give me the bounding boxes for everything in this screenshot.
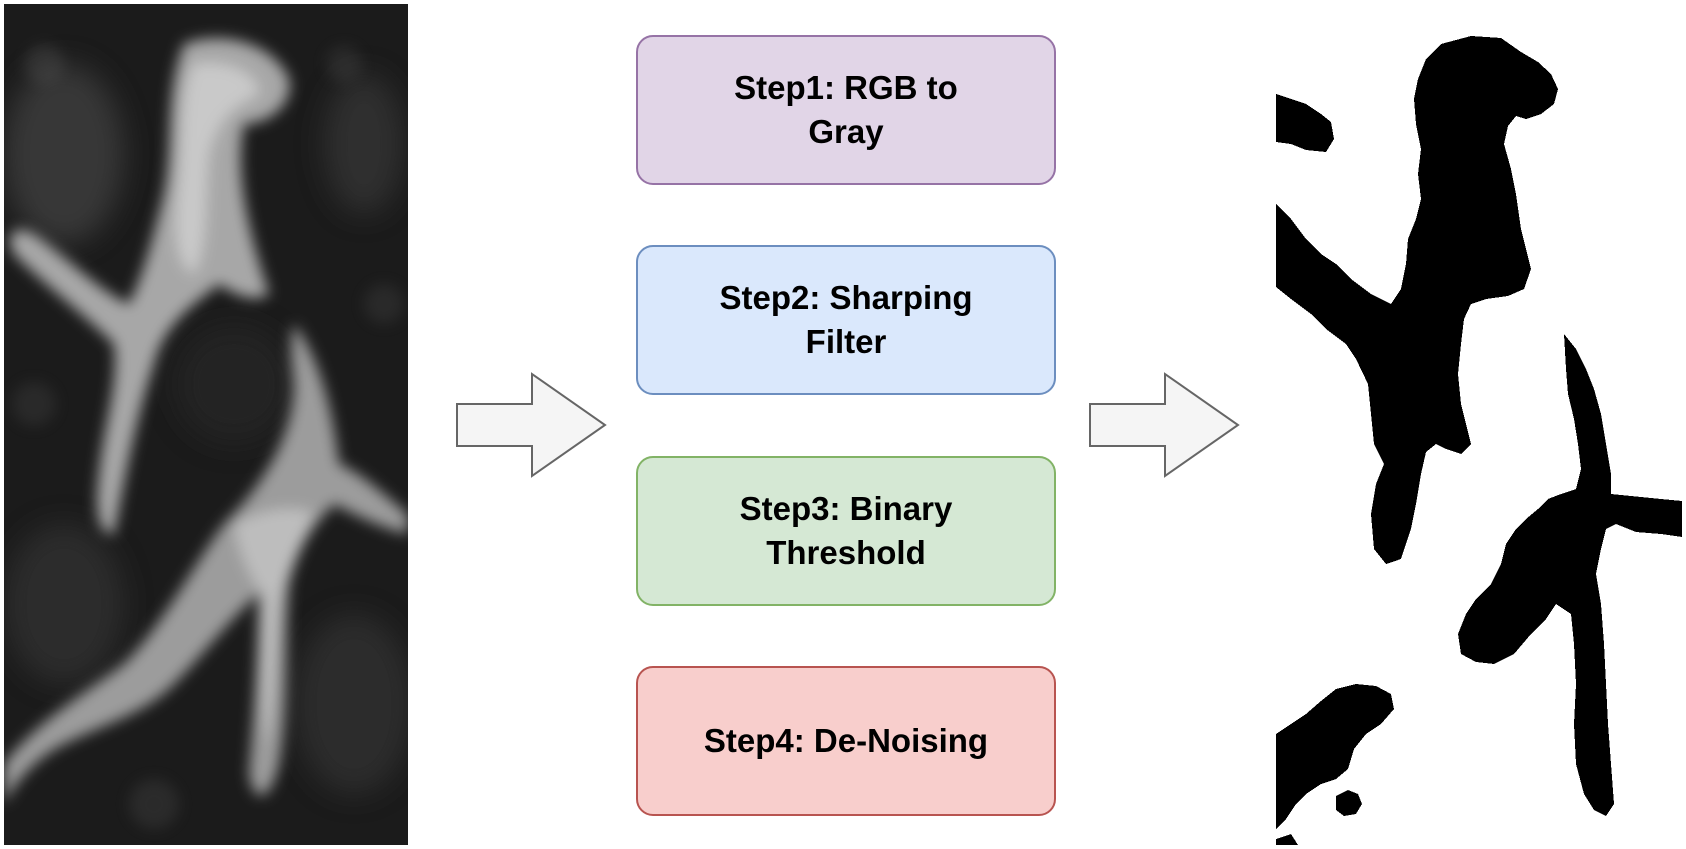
step-4-box: Step4: De-Noising [636, 666, 1056, 816]
input-grayscale-image [4, 4, 408, 845]
step-3-label: Step3: Binary Threshold [739, 490, 953, 571]
step-2-box: Step2: Sharping Filter [636, 245, 1056, 395]
right-arrow-icon [456, 372, 607, 478]
output-binary-mask-image [1276, 4, 1682, 845]
step-1-box: Step1: RGB to Gray [636, 35, 1056, 185]
step-2-label: Step2: Sharping Filter [719, 279, 973, 360]
step-4-label: Step4: De-Noising [703, 722, 989, 759]
right-arrow-icon [1089, 372, 1240, 478]
step-1-label: Step1: RGB to Gray [734, 69, 958, 150]
step-3-box: Step3: Binary Threshold [636, 456, 1056, 606]
